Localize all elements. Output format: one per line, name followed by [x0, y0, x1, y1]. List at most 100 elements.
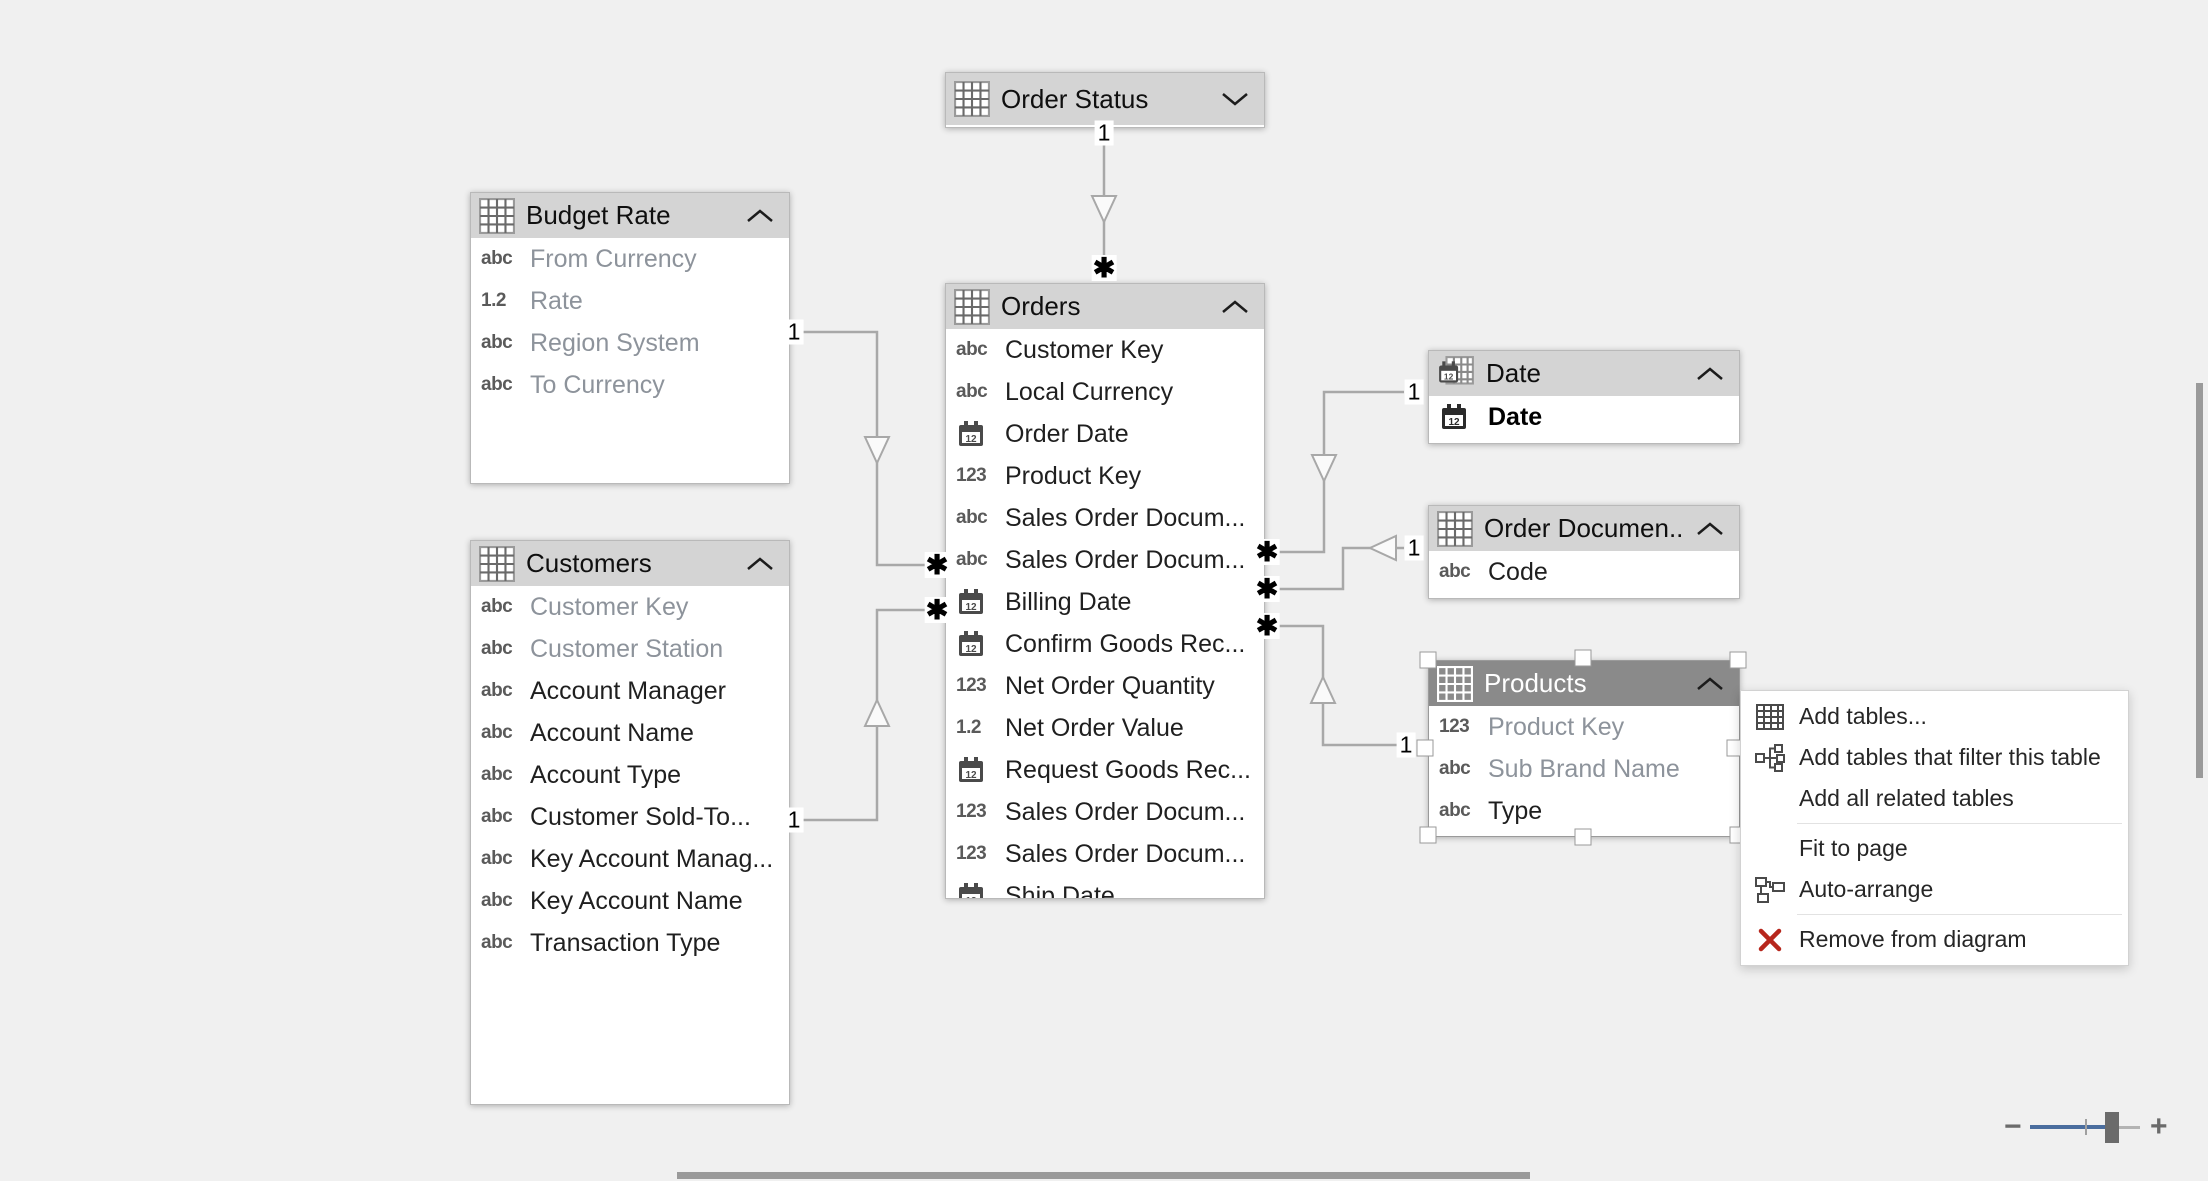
- auto-arrange-icon: [1741, 875, 1799, 905]
- field-name: Sales Order Docum...: [1005, 545, 1246, 574]
- table-icon: [954, 288, 990, 325]
- menu-item-fit-to-page[interactable]: Fit to page: [1741, 828, 2128, 869]
- arrow-up-icon: [1309, 674, 1337, 704]
- arrow-down-icon: [1090, 195, 1118, 225]
- zoom-slider-thumb[interactable]: [2105, 1112, 2119, 1143]
- selection-handle[interactable]: [1574, 649, 1592, 667]
- text-type-icon: abc: [956, 381, 988, 402]
- chevron-up-icon[interactable]: [1695, 366, 1725, 382]
- relationship-line-customers-orders[interactable]: [788, 608, 941, 822]
- cardinality-one-label: 1: [1094, 120, 1114, 146]
- relationship-line-orders-date[interactable]: [1262, 390, 1404, 554]
- zoom-slider-track[interactable]: [2119, 1126, 2140, 1129]
- menu-item-add-all-related[interactable]: Add all related tables: [1741, 778, 2128, 819]
- field-name: Account Type: [530, 760, 682, 789]
- table-icon: [1437, 665, 1473, 702]
- field-name: Code: [1488, 557, 1548, 586]
- menu-item-add-tables[interactable]: Add tables...: [1741, 696, 2128, 737]
- selection-handle[interactable]: [1729, 651, 1747, 669]
- selection-handle[interactable]: [1419, 651, 1437, 669]
- table-header[interactable]: Budget Rate: [471, 193, 789, 238]
- chevron-up-icon[interactable]: [745, 208, 775, 224]
- zoom-slider-track-filled[interactable]: [2030, 1125, 2107, 1129]
- text-type-icon: abc: [956, 507, 988, 528]
- field-name: Account Manager: [530, 676, 726, 705]
- field-name: Customer Key: [530, 592, 689, 621]
- field-name: Sub Brand Name: [1488, 754, 1680, 783]
- table-header[interactable]: Customers: [471, 541, 789, 586]
- zoom-in-button[interactable]: +: [2150, 1110, 2168, 1143]
- arrow-down-icon: [863, 436, 891, 466]
- relationship-line-budgetrate-orders[interactable]: [788, 330, 941, 567]
- field-name: Net Order Quantity: [1005, 671, 1215, 700]
- zoom-out-button[interactable]: −: [2004, 1110, 2022, 1143]
- menu-item-add-tables-that-filter[interactable]: Add tables that filter this table: [1741, 737, 2128, 778]
- selection-handle[interactable]: [1419, 826, 1437, 844]
- table-title: Orders: [1001, 291, 1081, 321]
- selection-handle[interactable]: [1574, 828, 1592, 846]
- cardinality-many-label: ✱: [924, 550, 950, 580]
- text-type-icon: abc: [481, 890, 513, 911]
- chevron-up-icon[interactable]: [745, 556, 775, 572]
- menu-item-label: Add tables...: [1799, 703, 1927, 729]
- field-name: Sales Order Docum...: [1005, 839, 1246, 868]
- field-name: Net Order Value: [1005, 713, 1184, 742]
- table-header[interactable]: Products: [1429, 661, 1739, 706]
- selection-handle[interactable]: [1416, 739, 1434, 757]
- filter-tables-icon: [1741, 743, 1799, 773]
- menu-item-auto-arrange[interactable]: Auto-arrange: [1741, 869, 2128, 910]
- date-type-icon: 12: [956, 587, 996, 617]
- vertical-scrollbar[interactable]: [2196, 383, 2203, 778]
- horizontal-scrollbar[interactable]: [677, 1172, 1530, 1179]
- table-header[interactable]: 12 Date: [1429, 351, 1739, 396]
- chevron-up-icon[interactable]: [1695, 676, 1725, 692]
- table-header[interactable]: Order Status: [946, 73, 1264, 125]
- field-row[interactable]: 12Ship Date: [946, 875, 1264, 898]
- relationship-line-orders-products[interactable]: [1262, 624, 1397, 747]
- chevron-up-icon[interactable]: [1695, 521, 1725, 537]
- chevron-down-icon[interactable]: [1220, 91, 1250, 107]
- chevron-up-icon[interactable]: [1220, 299, 1250, 315]
- table-header[interactable]: Order Documen...: [1429, 506, 1739, 551]
- number-type-icon: 123: [1439, 716, 1470, 737]
- table-header[interactable]: Orders: [946, 284, 1264, 329]
- menu-item-remove-from-diagram[interactable]: Remove from diagram: [1741, 919, 2128, 960]
